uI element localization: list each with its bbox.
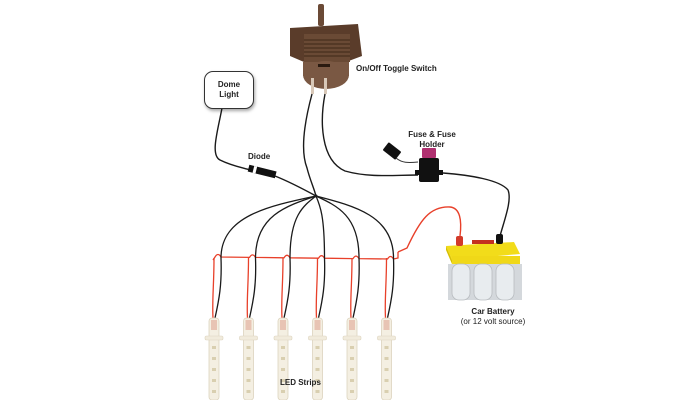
fuse-icon xyxy=(422,148,436,158)
led-chip-6-4 xyxy=(384,379,389,382)
led-chip-2-1 xyxy=(246,346,251,349)
led-chip-4-3 xyxy=(315,368,320,371)
led-strip-connector-5 xyxy=(349,320,355,330)
positive-wire-strip-6 xyxy=(384,257,388,319)
wire-diode-to-junction xyxy=(274,175,317,197)
led-chip-6-3 xyxy=(384,368,389,371)
positive-wire-strip-5 xyxy=(350,257,353,319)
led-chip-5-1 xyxy=(350,346,354,349)
wire-battery-positive xyxy=(397,206,462,253)
led-chip-2-5 xyxy=(246,390,251,393)
led-chip-2-2 xyxy=(246,357,251,360)
switch-terminal-right xyxy=(324,78,327,94)
toggle-lever xyxy=(318,4,324,26)
wire-fuse-to-battery xyxy=(442,172,510,237)
led-chip-3-5 xyxy=(281,390,285,393)
negative-wire-strip-2 xyxy=(248,195,317,319)
dome-light-box: Dome Light xyxy=(204,71,254,109)
led-chip-5-2 xyxy=(350,357,354,360)
led-chip-3-1 xyxy=(281,346,285,349)
led-chip-4-5 xyxy=(315,390,320,393)
led-chip-1-4 xyxy=(212,379,216,382)
led-chip-6-2 xyxy=(384,357,389,360)
toggle-switch-icon xyxy=(290,4,362,94)
positive-wire-strip-2 xyxy=(246,257,250,319)
led-chip-2-3 xyxy=(246,368,251,371)
wire-switch-to-fuse xyxy=(321,93,419,177)
positive-wire-strip-4 xyxy=(315,257,319,319)
led-chip-1-5 xyxy=(212,390,216,393)
positive-wire-strip-3 xyxy=(281,257,284,319)
led-strip-clip-2 xyxy=(239,335,258,341)
dome-light-label-line1: Dome xyxy=(217,80,241,89)
led-chip-2-4 xyxy=(246,379,251,382)
led-strip-clip-1 xyxy=(204,335,224,341)
negative-wire-strip-4 xyxy=(315,195,326,319)
led-chip-3-4 xyxy=(281,379,285,382)
negative-wire-strip-3 xyxy=(283,195,317,319)
car-battery-icon xyxy=(446,234,522,301)
led-strip-connector-3 xyxy=(280,320,286,330)
led-chip-3-3 xyxy=(281,368,285,371)
car-battery-sublabel: (or 12 volt source) xyxy=(460,317,526,326)
led-chip-5-4 xyxy=(350,379,354,382)
positive-bus-wire xyxy=(212,252,399,261)
led-strip-connector-1 xyxy=(211,320,217,330)
battery-negative-terminal xyxy=(496,234,503,244)
led-chip-1-1 xyxy=(212,346,216,349)
diode-label: Diode xyxy=(248,152,271,161)
led-strip-clip-5 xyxy=(342,335,362,341)
dome-light-label: Dome Light xyxy=(218,80,240,100)
negative-wire-strip-5 xyxy=(315,195,360,319)
diode-icon xyxy=(247,164,277,179)
fuse-label-line1: Fuse & Fuse xyxy=(408,130,456,139)
battery-positive-terminal xyxy=(456,236,463,246)
fuse-label-line2: Holder xyxy=(419,140,445,149)
led-strip-clip-6 xyxy=(377,335,396,341)
dome-light-label-line2: Light xyxy=(219,90,239,99)
led-strip-clip-4 xyxy=(308,335,327,341)
led-chip-1-3 xyxy=(212,368,216,371)
led-chip-4-4 xyxy=(315,379,320,382)
wire-dome-to-diode xyxy=(214,107,251,171)
led-strip-connector-2 xyxy=(245,320,252,330)
led-chip-5-5 xyxy=(350,390,354,393)
led-chip-6-1 xyxy=(384,346,389,349)
switch-terminal-left xyxy=(311,78,314,94)
fuse-holder-icon xyxy=(383,142,443,182)
positive-wire-strip-1 xyxy=(212,257,215,319)
wire-switch-to-junction xyxy=(302,93,317,197)
negative-wire-strip-1 xyxy=(214,195,317,319)
led-strip-connector-6 xyxy=(383,320,390,330)
led-strip-connector-4 xyxy=(314,320,321,330)
led-chip-4-2 xyxy=(315,357,320,360)
car-battery-label: Car Battery xyxy=(471,307,515,316)
led-strip-clip-3 xyxy=(273,335,293,341)
negative-wire-strip-6 xyxy=(315,195,395,319)
led-chip-1-2 xyxy=(212,357,216,360)
led-chip-4-1 xyxy=(315,346,320,349)
led-chip-5-3 xyxy=(350,368,354,371)
fuse-holder-label: Fuse & Fuse Holder xyxy=(404,130,460,150)
led-chip-3-2 xyxy=(281,357,285,360)
toggle-switch-label: On/Off Toggle Switch xyxy=(356,64,437,73)
junction-node xyxy=(314,194,318,198)
led-strips-label: LED Strips xyxy=(280,378,321,387)
led-chip-6-5 xyxy=(384,390,389,393)
